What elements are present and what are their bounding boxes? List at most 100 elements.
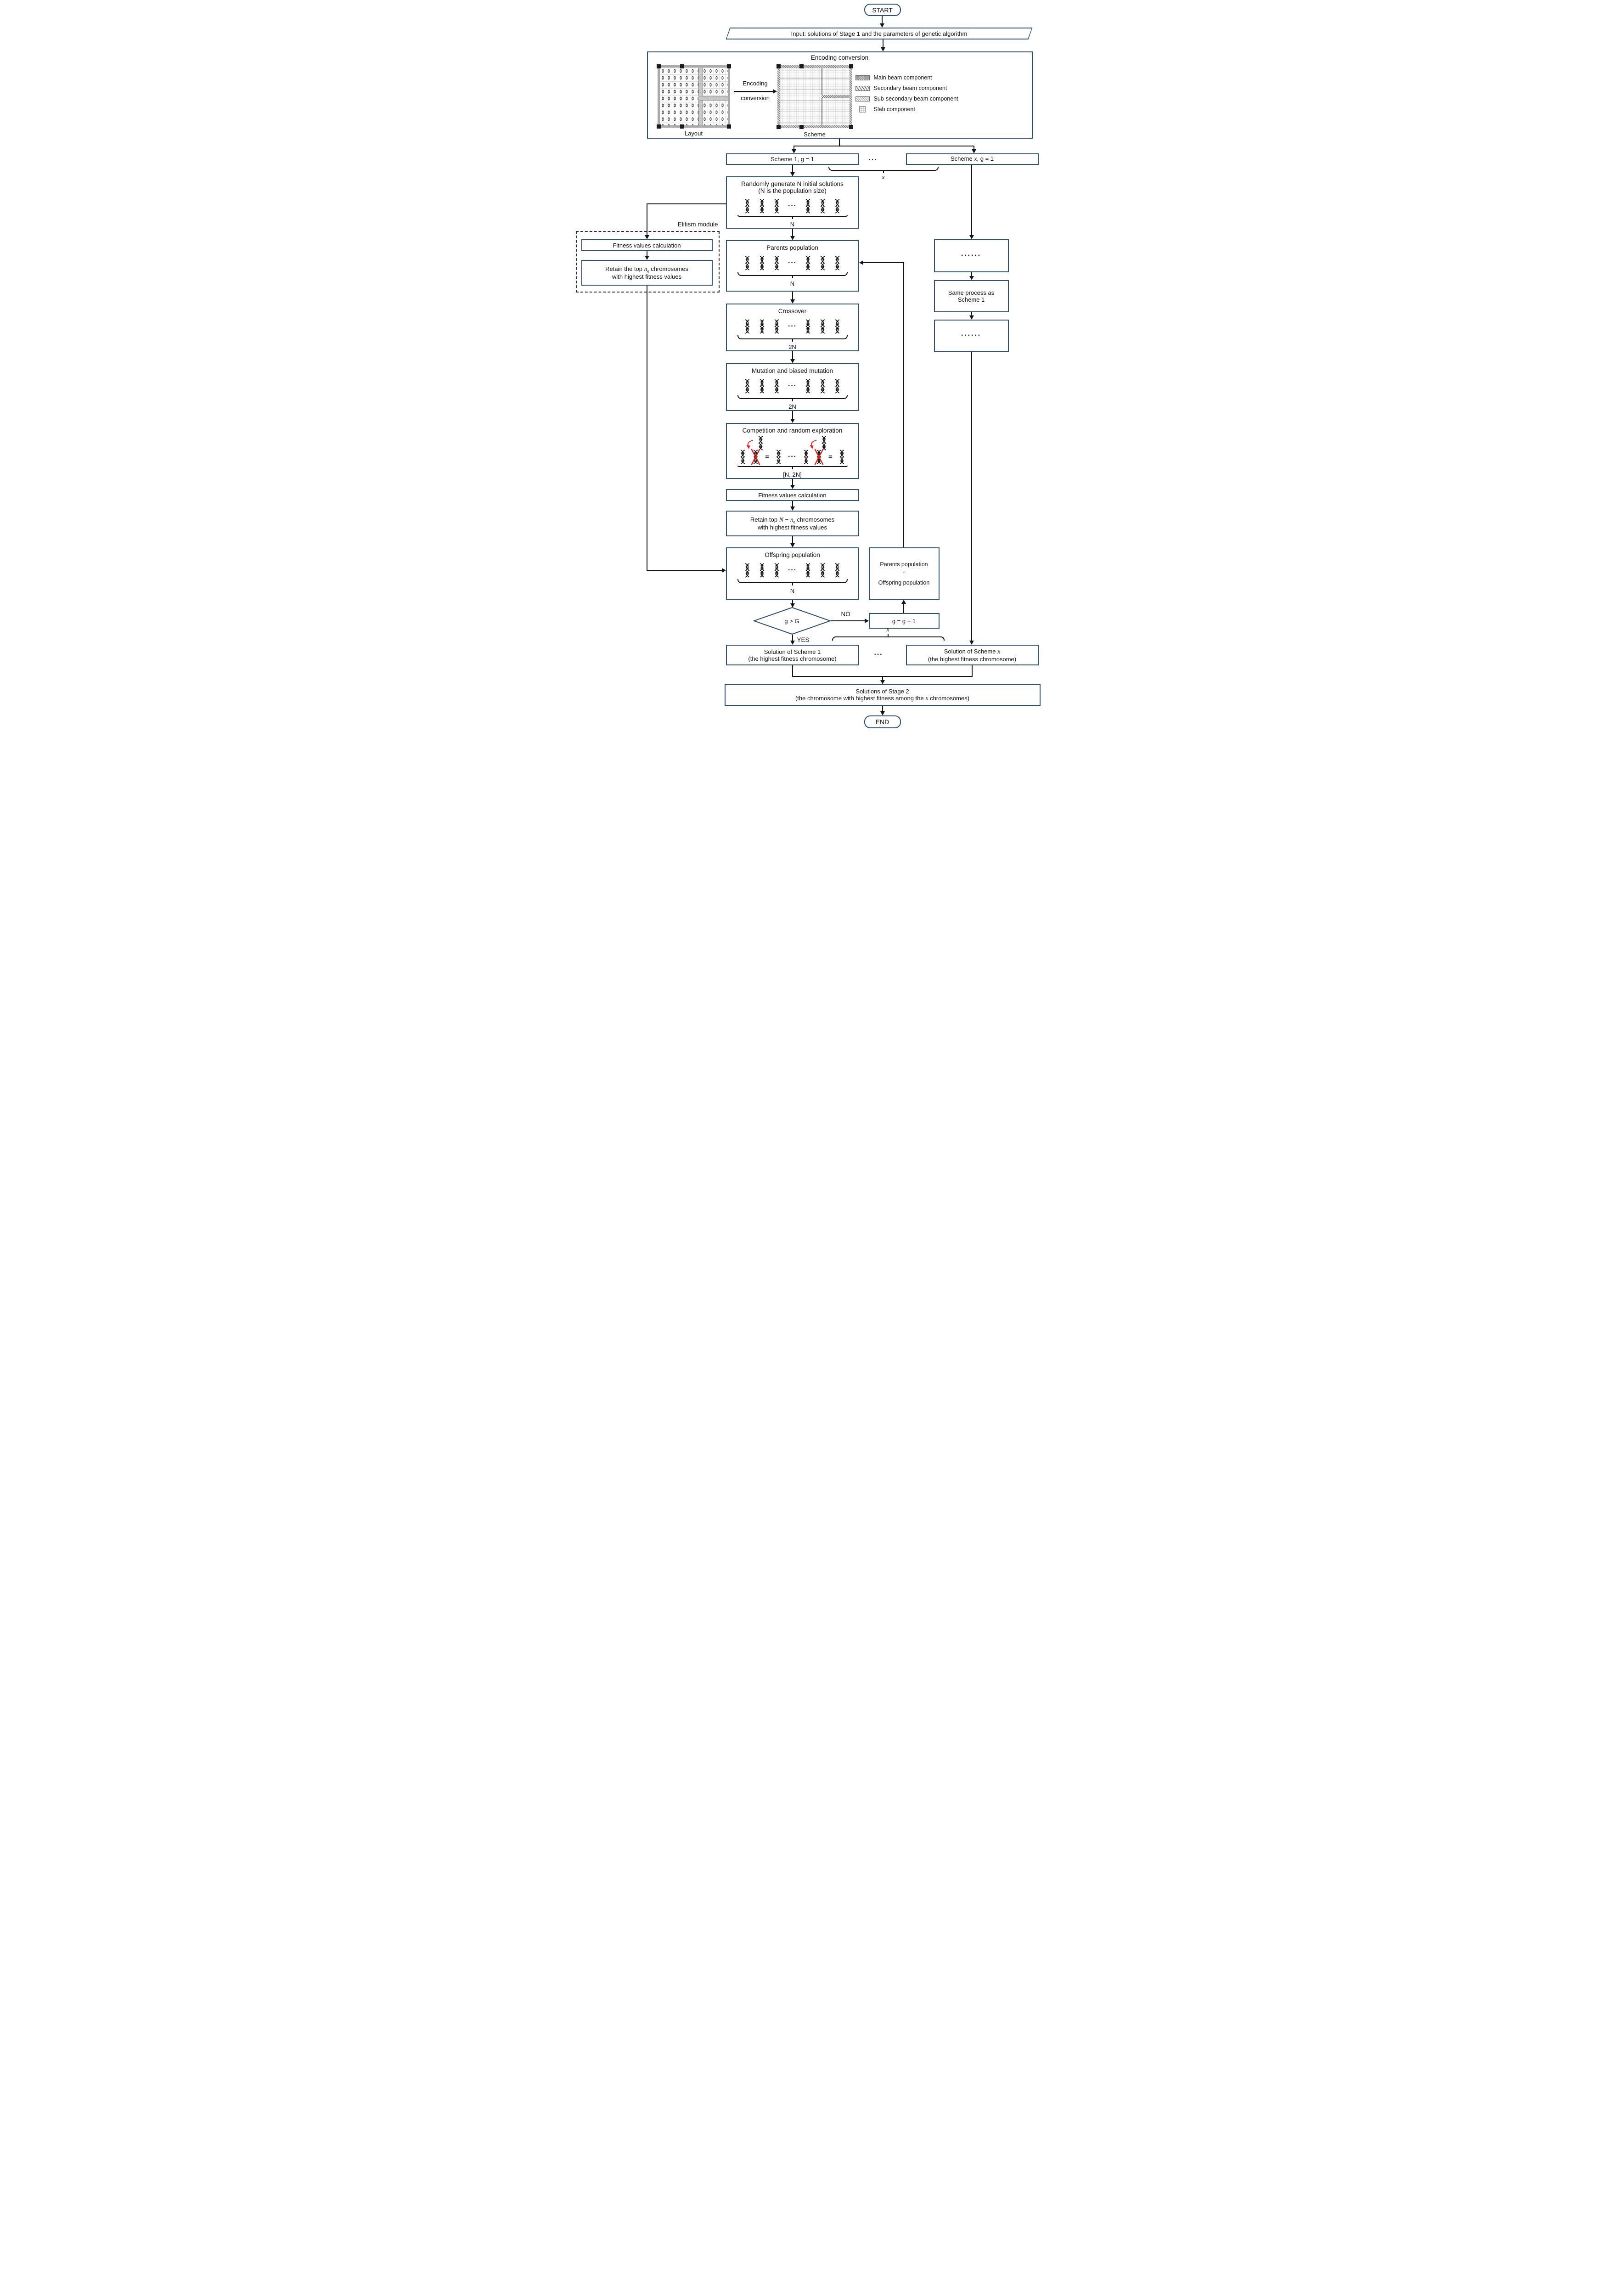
init-line2: (N is the population size) <box>758 187 827 194</box>
fitness-calc-label: Fitness values calculation <box>613 242 681 249</box>
chromosome-icon <box>805 256 811 270</box>
chromosome-icon <box>773 319 780 334</box>
chromosome-icon <box>773 199 780 214</box>
equals-sign: = <box>765 453 769 461</box>
arrowhead-right-icon <box>772 89 777 94</box>
arrowhead-down-icon <box>880 680 885 684</box>
flow-line <box>792 411 793 419</box>
arrowhead-down-icon <box>969 235 974 239</box>
chromosome-row: ··· <box>744 563 841 578</box>
same-process-line2: Scheme 1 <box>957 296 985 303</box>
elitism-dashed-box <box>575 231 720 293</box>
legend-label: Sub-secondary beam component <box>873 96 958 102</box>
start-label: START <box>872 6 893 14</box>
offspring-box: Offspring population ··· N <box>726 547 859 600</box>
red-x-icon <box>814 448 824 466</box>
flow-line <box>971 665 973 677</box>
flow-line <box>792 165 793 173</box>
chromosome-icon <box>819 199 826 214</box>
conversion-arrow-label-top: Encoding <box>743 80 768 87</box>
g-increment-label: g = g + 1 <box>892 617 916 625</box>
chromosome-icon <box>805 199 811 214</box>
retain-elite-line2: with highest fitness values <box>612 273 682 281</box>
fitness-calc2-box: Fitness values calculation <box>726 489 859 501</box>
solutionx-line1: Solution of Scheme x <box>944 647 1001 655</box>
red-curved-arrow-icon <box>809 439 818 450</box>
g-increment-box: g = g + 1 <box>868 613 940 629</box>
chromosome-icon <box>744 199 751 214</box>
crossed-chromosome-icon <box>816 450 822 464</box>
retain-offspring-line1: Retain top N − ne chromosomes <box>750 516 835 524</box>
layout-thumbnail <box>656 64 731 129</box>
count-label: 2N <box>788 343 796 350</box>
arrowhead-right-icon <box>864 619 869 623</box>
flowchart-canvas: START Input: solutions of Stage 1 and th… <box>571 0 1044 735</box>
schemex-box: Scheme x, g = 1 <box>906 153 1039 165</box>
flow-line <box>903 263 904 547</box>
chromosome-icon <box>744 563 751 578</box>
schemex-label: Scheme x, g = 1 <box>950 155 994 163</box>
arrowhead-up-icon <box>901 600 906 604</box>
scheme1-label: Scheme 1, g = 1 <box>770 156 815 163</box>
chromosome-icon <box>834 319 841 334</box>
input-parallelogram-fill <box>727 28 1032 39</box>
crossover-box: Crossover ··· 2N <box>726 304 859 351</box>
chromosome-icon <box>759 319 765 334</box>
arrowhead-down-icon <box>644 256 649 260</box>
ellipsis: ··· <box>788 202 797 210</box>
ellipsis: ··· <box>788 322 797 330</box>
solution1-box: Solution of Scheme 1 (the highest fitnes… <box>726 645 859 665</box>
same-process-box: Same process as Scheme 1 <box>934 280 1009 312</box>
legend-label: Secondary beam component <box>873 85 947 91</box>
chromosome-icon <box>757 436 764 450</box>
mutation-title: Mutation and biased mutation <box>751 367 833 374</box>
count-label: N <box>790 280 795 287</box>
crossover-title: Crossover <box>778 308 807 315</box>
conversion-arrow-label-bottom: conversion <box>741 95 770 101</box>
ellipsis: ······ <box>961 332 981 339</box>
legend-item: Secondary beam component <box>855 85 958 91</box>
chromosome-row: ··· <box>744 199 841 214</box>
rc-dots-box-1: ······ <box>934 239 1009 272</box>
column-marker <box>799 125 804 129</box>
scheme1-box: Scheme 1, g = 1 <box>726 153 859 165</box>
flow-line <box>881 16 883 24</box>
legend-label: Main beam component <box>873 74 932 81</box>
end-label: END <box>875 718 889 726</box>
scheme-caption: Scheme <box>804 131 826 138</box>
retain-offspring-line2: with highest fitness values <box>757 524 827 531</box>
layout-beam <box>698 96 728 101</box>
chromosome-icon <box>739 450 746 464</box>
chromosome-icon <box>834 256 841 270</box>
column-marker <box>680 124 684 129</box>
arrowhead-down-icon <box>790 172 795 176</box>
underbrace <box>737 466 848 467</box>
arrowhead-down-icon <box>880 47 885 51</box>
population-update-top: Parents population <box>880 561 928 568</box>
flow-line <box>882 676 883 681</box>
chromosome-icon <box>819 256 826 270</box>
competition-box: Competition and random exploration = ···… <box>726 423 859 479</box>
chromosome-icon <box>819 319 826 334</box>
chromosome-icon <box>744 379 751 394</box>
chromosome-row: = ··· = <box>739 436 845 466</box>
chromosome-icon <box>773 256 780 270</box>
flow-line <box>646 203 726 204</box>
solutions-brace-label-x: x <box>886 626 889 633</box>
chromosome-icon <box>805 379 811 394</box>
flow-line <box>793 146 794 150</box>
stage2-box: Solutions of Stage 2 (the chromosome wit… <box>724 684 1041 706</box>
flow-line <box>863 262 904 263</box>
arrowhead-left-icon <box>859 260 863 265</box>
retain-elite-line1: Retain the top ne chromosomes <box>605 265 688 274</box>
up-arrow-icon: ↑ <box>902 570 906 577</box>
column-marker <box>726 64 731 68</box>
arrowhead-down-icon <box>790 485 795 489</box>
equals-sign: = <box>828 453 833 461</box>
chromosome-icon <box>834 379 841 394</box>
underbrace <box>737 272 848 276</box>
arrowhead-down-icon <box>790 641 795 645</box>
mutation-box: Mutation and biased mutation ··· 2N <box>726 363 859 411</box>
column-marker <box>680 64 684 68</box>
legend-item: Main beam component <box>855 74 958 81</box>
